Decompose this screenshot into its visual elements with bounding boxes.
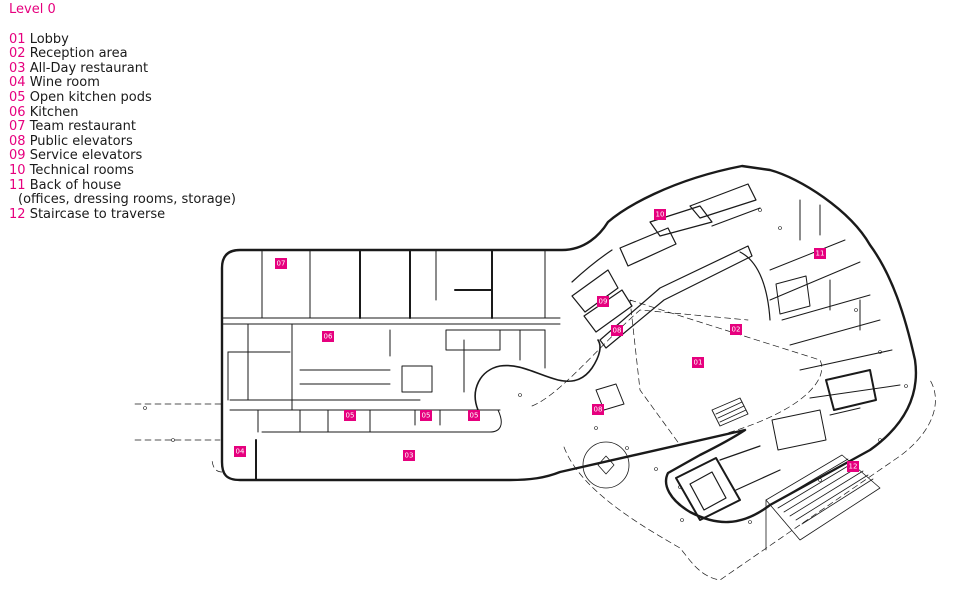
svg-text:01: 01 [694,359,703,367]
building-outline [220,164,918,524]
tag-04: 04 [234,446,246,457]
legend-item-back-of-house: 11 Back of house [9,177,122,193]
svg-text:08: 08 [613,327,622,335]
east-wing-walls [769,199,901,451]
svg-text:05: 05 [470,412,479,420]
tag-03: 03 [403,450,415,461]
legend-item-reception: 02 Reception area [9,46,128,62]
legend-item-restaurant: 03 All-Day restaurant [9,60,149,76]
svg-text:04: 04 [236,448,245,456]
legend-item-team-restaurant: 07 Team restaurant [9,119,136,135]
svg-text:06: 06 [324,333,333,341]
central-core [571,183,771,349]
svg-text:09: 09 [599,298,608,306]
entrance-rotunda [582,441,630,489]
svg-text:02: 02 [732,326,741,334]
legend-item-service-elevators: 09 Service elevators [9,148,143,164]
legend-item-lobby: 01 Lobby [9,31,69,47]
svg-text:08: 08 [594,406,603,414]
south-core [675,445,781,521]
lobby-escalators [711,397,749,427]
svg-text:07: 07 [277,260,286,268]
public-elevator-pod [595,383,625,411]
tag-05-a: 05 [344,410,356,421]
tag-12: 12 [847,461,859,472]
tag-11: 11 [814,248,826,259]
tag-07: 07 [275,258,287,269]
legend-item-kitchen: 06 Kitchen [9,104,79,120]
svg-text:12: 12 [849,463,858,471]
tag-02: 02 [730,324,742,335]
level-title: Level 0 [9,2,56,17]
svg-text:05: 05 [422,412,431,420]
tag-01: 01 [692,357,704,368]
kitchen-wing-walls [221,249,561,481]
svg-text:11: 11 [816,250,825,258]
tag-05-c: 05 [468,410,480,421]
svg-text:05: 05 [346,412,355,420]
svg-text:10: 10 [656,211,665,219]
tag-06: 06 [322,331,334,342]
tag-05-b: 05 [420,410,432,421]
tag-10: 10 [654,209,666,220]
legend-item-public-elevators: 08 Public elevators [9,133,133,149]
tag-08-b: 08 [592,404,604,415]
structural-columns [143,208,908,524]
tag-08-a: 08 [611,325,623,336]
tag-09: 09 [597,296,609,307]
traverse-staircase [765,454,881,551]
legend-item-staircase: 12 Staircase to traverse [9,206,166,222]
legend-item-wine-room: 04 Wine room [9,75,100,91]
legend-item-technical-rooms: 10 Technical rooms [9,162,134,178]
legend-item-kitchen-pods: 05 Open kitchen pods [9,89,152,105]
serving-counter [474,339,601,411]
legend-item-back-of-house-note: (offices, dressing rooms, storage) [18,192,236,208]
legend: Level 0 01 Lobby 02 Reception area 03 Al… [9,2,236,222]
svg-text:03: 03 [405,452,414,460]
